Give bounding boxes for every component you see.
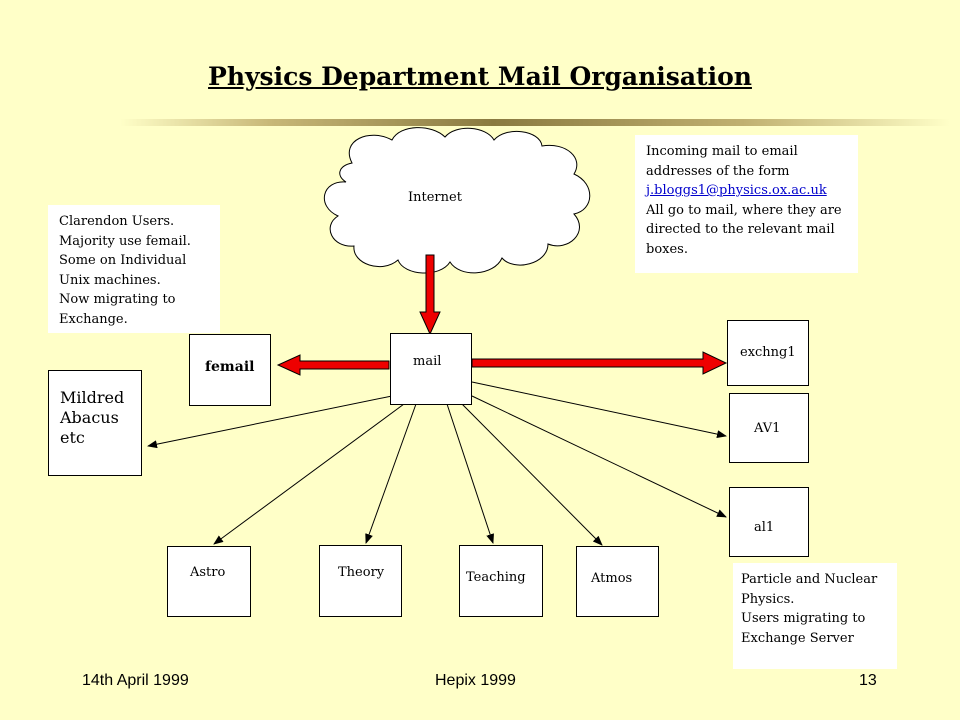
mildred-abacus-node: Mildred Abacus etc xyxy=(48,370,142,476)
title-divider xyxy=(120,119,950,126)
particle-note-line: Exchange Server xyxy=(741,630,854,646)
clarendon-note-line: Some on Individual xyxy=(59,253,187,268)
internet-to-mail-arrow xyxy=(419,254,441,336)
mail-to-al1-arrow xyxy=(471,395,727,518)
clarendon-note-line: Clarendon Users. xyxy=(59,214,175,229)
teaching-node: Teaching xyxy=(459,545,543,617)
mail-to-astro-arrow xyxy=(213,403,405,545)
particle-note-line: Users migrating to xyxy=(741,611,866,626)
footer-event: Hepix 1999 xyxy=(435,672,516,689)
mail-to-atmos-arrow xyxy=(461,403,603,546)
clarendon-note-line: Exchange. xyxy=(59,311,128,327)
clarendon-note-line: Unix machines. xyxy=(59,272,161,288)
internet-note-line: All go to mail, where they are xyxy=(646,202,842,218)
theory-label: Theory xyxy=(324,562,399,583)
theory-node: Theory xyxy=(319,545,402,617)
al1-node: al1 xyxy=(729,487,809,557)
internet-note-line: addresses of the form xyxy=(646,163,790,179)
mildred-line: Abacus xyxy=(60,408,119,427)
atmos-label: Atmos xyxy=(583,567,641,590)
clarendon-note-line: Now migrating to xyxy=(59,292,176,307)
internet-cloud xyxy=(323,127,591,274)
footer-page-number: 13 xyxy=(859,672,877,689)
internet-label: Internet xyxy=(408,190,462,205)
al1-label: al1 xyxy=(746,516,783,539)
clarendon-note-line: Majority use femail. xyxy=(59,233,191,249)
exchng1-node: exchng1 xyxy=(727,320,809,386)
mail-label: mail xyxy=(413,354,442,369)
mildred-line: Mildred xyxy=(60,388,125,407)
clarendon-note: Clarendon Users. Majority use femail. So… xyxy=(48,205,220,333)
particle-note-line: Physics. xyxy=(741,591,795,607)
internet-note-line: directed to the relevant mail xyxy=(646,222,835,237)
page-title: Physics Department Mail Organisation xyxy=(208,62,752,91)
mail-to-mildred-arrow xyxy=(147,395,393,449)
exchng1-label: exchng1 xyxy=(732,339,804,366)
internet-note-line: boxes. xyxy=(646,241,688,257)
astro-node: Astro xyxy=(167,546,251,617)
av1-label: AV1 xyxy=(746,415,789,442)
mail-server-node: mail xyxy=(390,333,472,405)
mildred-line: etc xyxy=(60,428,85,447)
particle-note: Particle and Nuclear Physics. Users migr… xyxy=(733,563,897,669)
internet-note: Incoming mail to email addresses of the … xyxy=(635,135,858,273)
mail-to-theory-arrow xyxy=(365,403,417,544)
mail-to-av1-arrow xyxy=(471,381,727,439)
internet-note-line: Incoming mail to email xyxy=(646,144,798,159)
mail-to-femail-arrow xyxy=(276,354,390,376)
footer-date: 14th April 1999 xyxy=(82,672,189,689)
email-example-link[interactable]: j.bloggs1@physics.ox.ac.uk xyxy=(646,183,827,198)
atmos-node: Atmos xyxy=(576,546,659,617)
mail-to-exchng1-arrow xyxy=(471,351,728,375)
particle-note-line: Particle and Nuclear xyxy=(741,572,878,587)
astro-label: Astro xyxy=(182,561,234,584)
mail-to-teaching-arrow xyxy=(446,403,494,544)
femail-label: femail xyxy=(195,354,265,380)
femail-node: femail xyxy=(189,334,271,406)
av1-node: AV1 xyxy=(729,393,809,463)
teaching-label: Teaching xyxy=(460,566,532,589)
